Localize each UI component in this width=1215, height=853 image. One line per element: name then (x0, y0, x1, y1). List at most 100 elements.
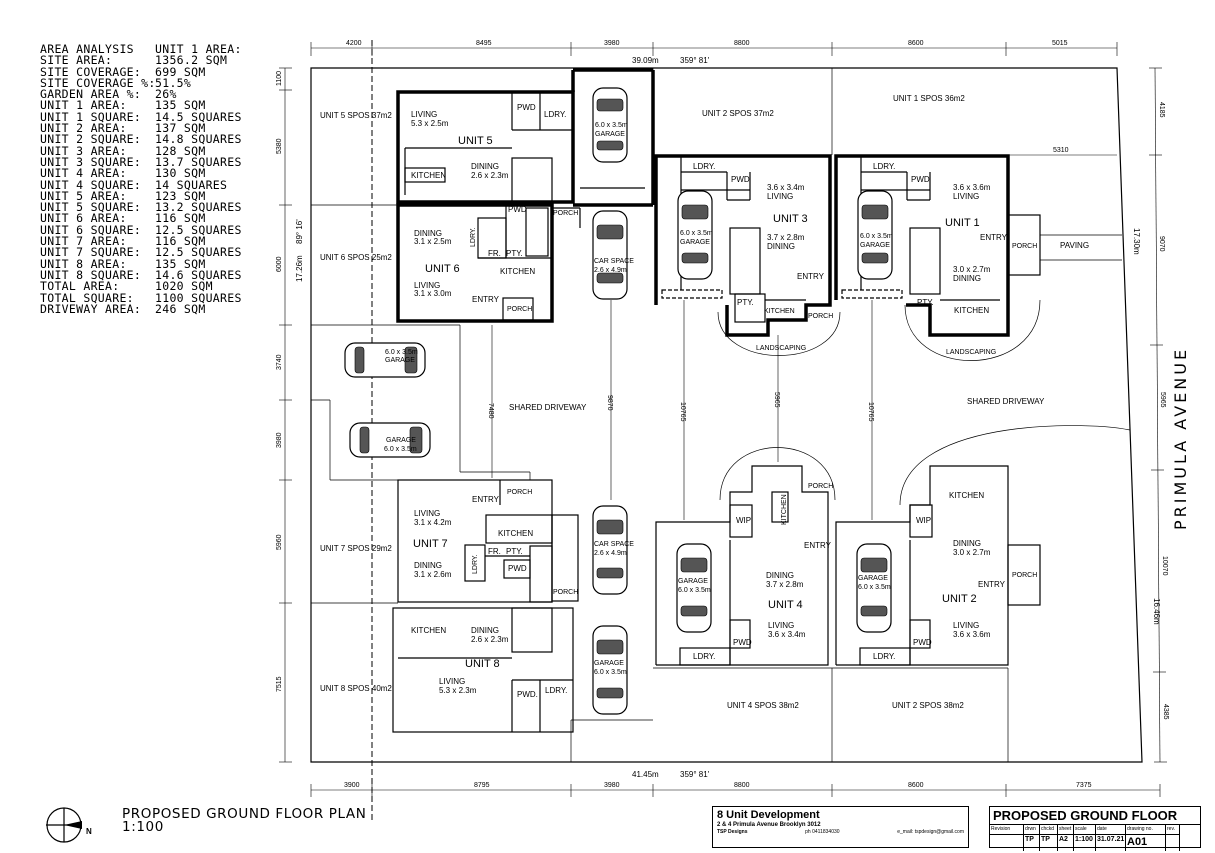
unit-7-kitchen: KITCHEN (498, 529, 533, 538)
area-row-label: UNIT 2 AREA: (40, 121, 127, 136)
area-row: UNIT 5 SQUARE: 13.2 SQUARES (40, 200, 242, 215)
unit-3-landscaping-label: LANDSCAPING (756, 345, 806, 352)
unit-1-ldry: LDRY. (873, 162, 895, 171)
dim-9870: 9870 (606, 395, 613, 411)
unit-4-walls (655, 465, 829, 666)
left-dimension-line (279, 67, 292, 763)
car-unit4-garage (676, 543, 712, 633)
project-address: 2 & 4 Primula Avenue Brooklyn 3012 (717, 822, 821, 828)
area-row-label: TOTAL AREA: (40, 279, 120, 294)
title-block-header: drwn (1024, 825, 1040, 835)
unit-7-spos: UNIT 7 SPOS 29m2 (320, 544, 392, 553)
area-row-value: 13.2 SQUARES (155, 200, 242, 215)
left-dim-4: 3740 (276, 354, 283, 370)
garage-label-u1: GARAGE (860, 242, 890, 249)
drawing-title-line1: PROPOSED GROUND FLOOR PLAN (122, 806, 367, 822)
unit-6-entry: ENTRY (472, 295, 500, 304)
area-row-label: UNIT 6 AREA: (40, 211, 127, 226)
unit-8-dining: DINING (471, 626, 499, 635)
unit-4-dining: DINING (766, 571, 794, 580)
unit-8-walls (392, 607, 574, 733)
unit-4-dining-size: 3.7 x 2.8m (766, 580, 804, 589)
bottom-dim-6: 7375 (1076, 782, 1092, 789)
unit-7-title: UNIT 7 (413, 538, 448, 550)
left-dim-6: 5960 (276, 534, 283, 550)
area-row: UNIT 2 SQUARE:14.8 SQUARES (40, 132, 242, 147)
area-row-label: GARDEN AREA %: (40, 87, 142, 102)
bottom-dim-4: 8800 (734, 782, 750, 789)
top-dim-6: 5015 (1052, 40, 1068, 47)
area-row-label: UNIT 4 SQUARE: (40, 177, 142, 192)
title-block-value: TP (1040, 835, 1058, 851)
title-block-value: A2 (1058, 835, 1074, 851)
title-block-header: drawing no. (1126, 825, 1166, 835)
area-row: TOTAL AREA:1020 SQM (40, 279, 242, 294)
area-row: UNIT 8 SQUARE:14.6 SQUARES (40, 267, 242, 282)
car-unit7-garage (349, 422, 431, 458)
sheet-title: PROPOSED GROUND FLOOR (990, 807, 1200, 825)
area-row-label: SITE COVERAGE %: (40, 75, 156, 90)
project-name: 8 Unit Development (717, 809, 820, 821)
unit-8-pwd: PWD. (517, 690, 538, 699)
paving-label: PAVING (1060, 241, 1089, 250)
area-row: UNIT 4 SQUARE:14 SQUARES (40, 177, 242, 192)
bottom-dimension-line (310, 784, 1161, 797)
right-boundary-bottom: 16.46m (1152, 598, 1161, 625)
area-row-value: 51.5% (155, 75, 192, 90)
firm-email: e_mail: tspdesign@gmail.com (897, 829, 964, 835)
unit-5-living: LIVING (411, 110, 437, 119)
area-row-label: DRIVEWAY AREA: (40, 301, 142, 316)
garage-size-u7: 6.0 x 3.5m (384, 446, 417, 453)
area-row: UNIT 3 AREA:128 SQM (40, 143, 242, 158)
title-block-value: 1:100 (1074, 835, 1096, 851)
north-label: N (86, 827, 92, 836)
dim-5310: 5310 (1053, 147, 1069, 154)
unit-5-kitchen: KITCHEN (411, 171, 446, 180)
unit-8-ldry: LDRY. (545, 686, 567, 695)
unit-1-pty: PTY. (917, 298, 934, 307)
area-row-label: SITE COVERAGE: (40, 64, 142, 79)
unit-2-kitchen: KITCHEN (949, 491, 984, 500)
left-dim-7: 7515 (276, 676, 283, 692)
unit-1-pwd: PWD (911, 175, 930, 184)
area-row-value: 699 SQM (155, 64, 206, 79)
unit-6-pty: PTY. (506, 249, 523, 258)
area-row-value: 12.5 SQUARES (155, 222, 242, 237)
unit-4-title: UNIT 4 (768, 599, 803, 611)
area-row-label: UNIT 5 SQUARE: (40, 200, 142, 215)
title-block-value: TP (1024, 835, 1040, 851)
garage-label-u4: GARAGE (678, 578, 708, 585)
left-dim-2: 5380 (276, 138, 283, 154)
unit-7-dining: DINING (414, 561, 442, 570)
unit-5-ldry: LDRY. (544, 110, 566, 119)
area-row: UNIT 4 AREA:130 SQM (40, 166, 242, 181)
area-row: UNIT 1 SQUARE:14.5 SQUARES (40, 111, 242, 123)
unit-5-title: UNIT 5 (458, 135, 493, 147)
unit-2-pwd: PWD (913, 638, 932, 647)
area-row-value: 135 SQM (155, 256, 206, 271)
unit-7-porch-2: PORCH (553, 589, 578, 596)
unit-6-title: UNIT 6 (425, 263, 460, 275)
car-unit3-garage (677, 190, 713, 280)
car-unit2-garage (856, 543, 892, 633)
unit-4-kitchen: KITCHEN (781, 494, 788, 525)
area-row-label: UNIT 4 AREA: (40, 166, 127, 181)
area-row-label: UNIT 8 SQUARE: (40, 267, 142, 282)
car-space-label-bottom: CAR SPACE (594, 541, 634, 548)
area-row-value: 14.8 SQUARES (155, 132, 242, 147)
unit-8-living-size: 5.3 x 2.3m (439, 686, 477, 695)
unit-1-kitchen: KITCHEN (954, 306, 989, 315)
unit-5-living-size: 5.3 x 2.5m (411, 119, 449, 128)
left-dim-3: 6000 (276, 256, 283, 272)
title-block-header: rev. (1166, 825, 1180, 835)
unit-2-walls (835, 465, 1041, 666)
garage-size-u4: 6.0 x 3.5m (678, 587, 711, 594)
area-row-value: UNIT 1 AREA: (155, 42, 242, 56)
area-row: DRIVEWAY AREA:246 SQM (40, 301, 242, 316)
area-row-label: UNIT 6 SQUARE: (40, 222, 142, 237)
area-row-value: 128 SQM (155, 143, 206, 158)
dim-5965: 5965 (773, 392, 780, 408)
unit-6-living: LIVING (414, 281, 440, 290)
north-arrow-icon (46, 807, 82, 843)
